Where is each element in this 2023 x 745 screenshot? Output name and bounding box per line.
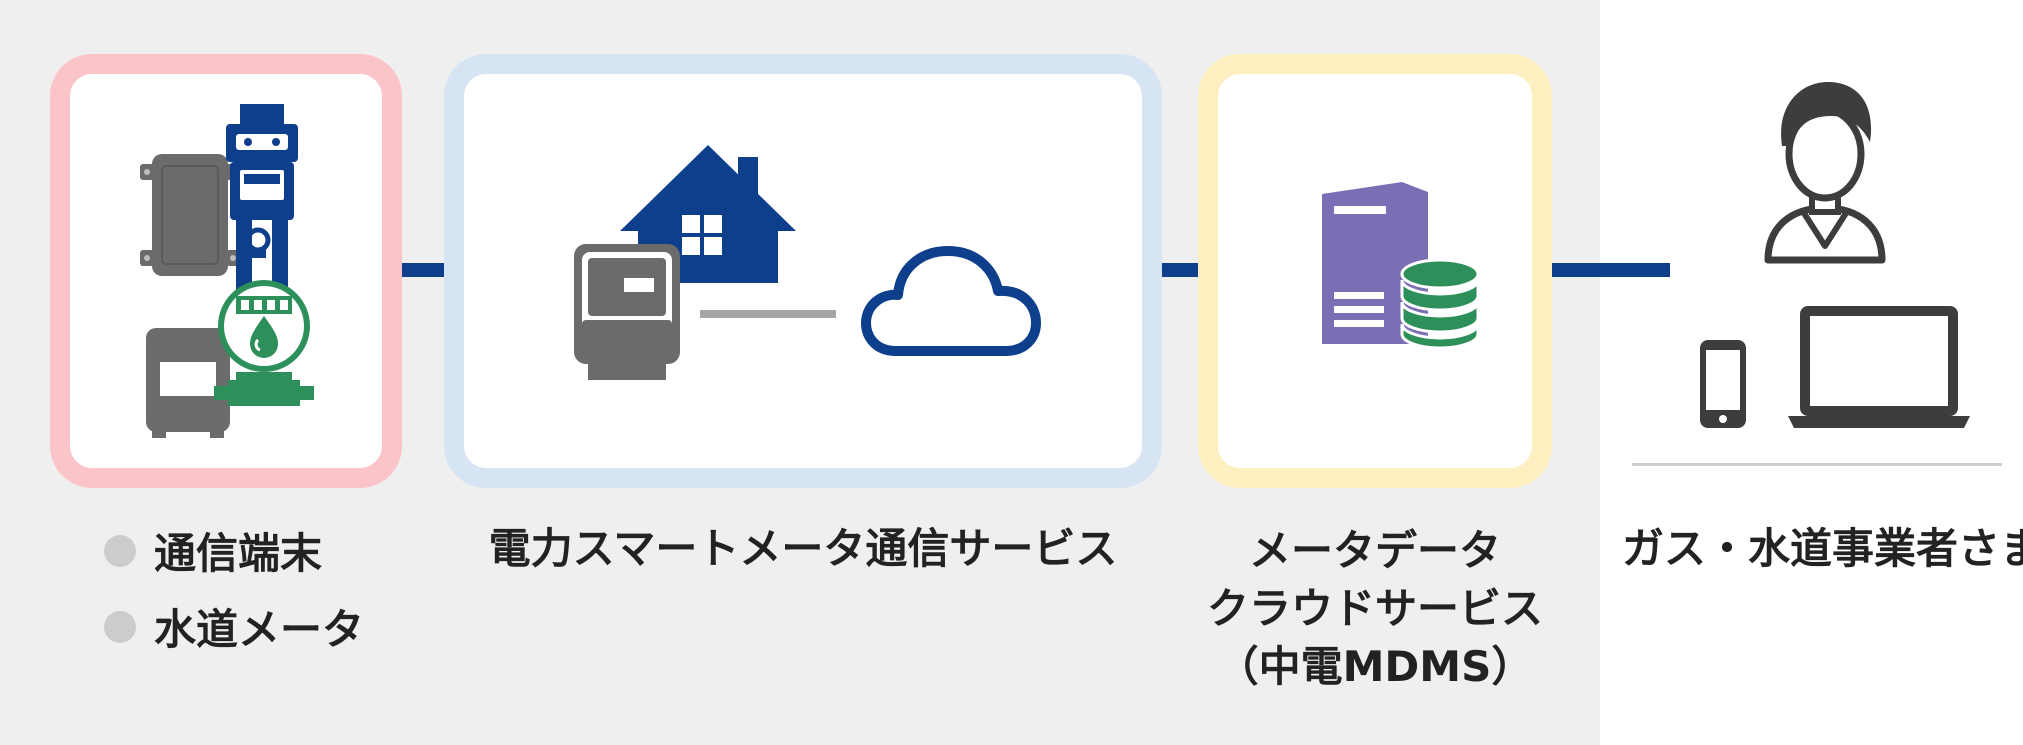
connector-line xyxy=(1162,263,1198,277)
smart-meter-service-caption: 電力スマートメータ通信サービス xyxy=(488,524,1118,573)
water-meter-icon xyxy=(214,280,314,406)
legend-bullet xyxy=(104,534,136,567)
caption-line: （中電MDMS） xyxy=(1216,642,1534,691)
legend-communication-terminal: 通信端末 xyxy=(104,520,322,581)
customer-caption: ガス・水道事業者さま xyxy=(1622,524,2023,573)
connector-line xyxy=(1552,263,1670,277)
customer-divider xyxy=(1632,463,2002,466)
legend-bullet xyxy=(104,610,136,643)
water-meter-vertical-icon xyxy=(226,104,298,290)
database-icon xyxy=(1400,258,1480,350)
legend-label: 通信端末 xyxy=(154,529,323,578)
smart-meter-icon xyxy=(574,244,680,380)
laptop-icon xyxy=(1788,306,1970,428)
meter-data-cloud-caption: メータデータ クラウドサービス （中電MDMS） xyxy=(1198,522,1552,696)
connector-line xyxy=(402,263,444,277)
caption-line: クラウドサービス xyxy=(1206,584,1543,633)
gateway-box-icon xyxy=(146,328,230,438)
smart-meter-service-panel xyxy=(444,54,1162,488)
meter-data-cloud-panel xyxy=(1198,54,1552,488)
legend-water-meter: 水道メータ xyxy=(104,596,364,657)
person-icon xyxy=(1764,82,1886,264)
cloud-icon xyxy=(861,246,1041,356)
meter-cloud-link-line xyxy=(700,310,836,318)
caption-line: メータデータ xyxy=(1248,526,1501,575)
legend-label: 水道メータ xyxy=(154,605,365,654)
smartphone-icon xyxy=(1700,340,1746,428)
